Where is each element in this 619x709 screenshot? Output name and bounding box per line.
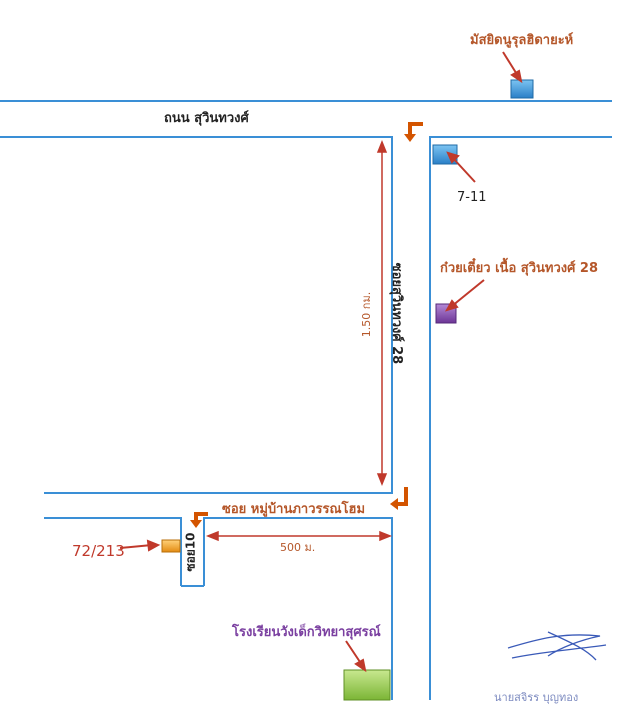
house-marker — [161, 539, 181, 553]
house-number-label: 72/213 — [72, 542, 125, 560]
seven-eleven-label: 7-11 — [457, 190, 487, 205]
turn-arrow-into-soi10 — [190, 512, 208, 528]
distance-arrow-soi28 — [376, 139, 388, 487]
soi-village-label: ซอย หมู่บ้านภาวรรณโฮม — [222, 502, 366, 517]
main-road-label: ถนน สุวินทวงศ์ — [164, 111, 249, 126]
mosque-label: มัสยิดนูรุลฮิดายะห์ — [470, 33, 574, 48]
main-road-lines — [0, 100, 612, 700]
soi-28-label: ซอยสุวินทวงศ์ 28 — [389, 262, 405, 365]
school-marker — [343, 669, 391, 701]
distance-arrow-village — [205, 530, 393, 542]
distance-soi28-label: 1.50 กม. — [360, 291, 374, 338]
pointer-arrows — [119, 51, 523, 673]
soi-10-label: ซอย10 — [183, 532, 198, 572]
signature-scribble — [507, 631, 607, 661]
school-label: โรงเรียนวังเด็กวิทยาสุศรณ์ — [232, 625, 381, 640]
soi-lines — [44, 517, 393, 700]
distance-village-label: 500 ม. — [280, 541, 316, 554]
noodle-shop-label: ก๋วยเตี๋ยว เนื้อ สุวินทวงศ์ 28 — [440, 261, 598, 276]
signature-name: นายสจิรร บุญทอง — [494, 691, 579, 704]
turn-arrow-into-village — [390, 487, 408, 510]
mosque-marker — [510, 79, 534, 99]
turn-arrow-into-soi28 — [404, 122, 423, 142]
